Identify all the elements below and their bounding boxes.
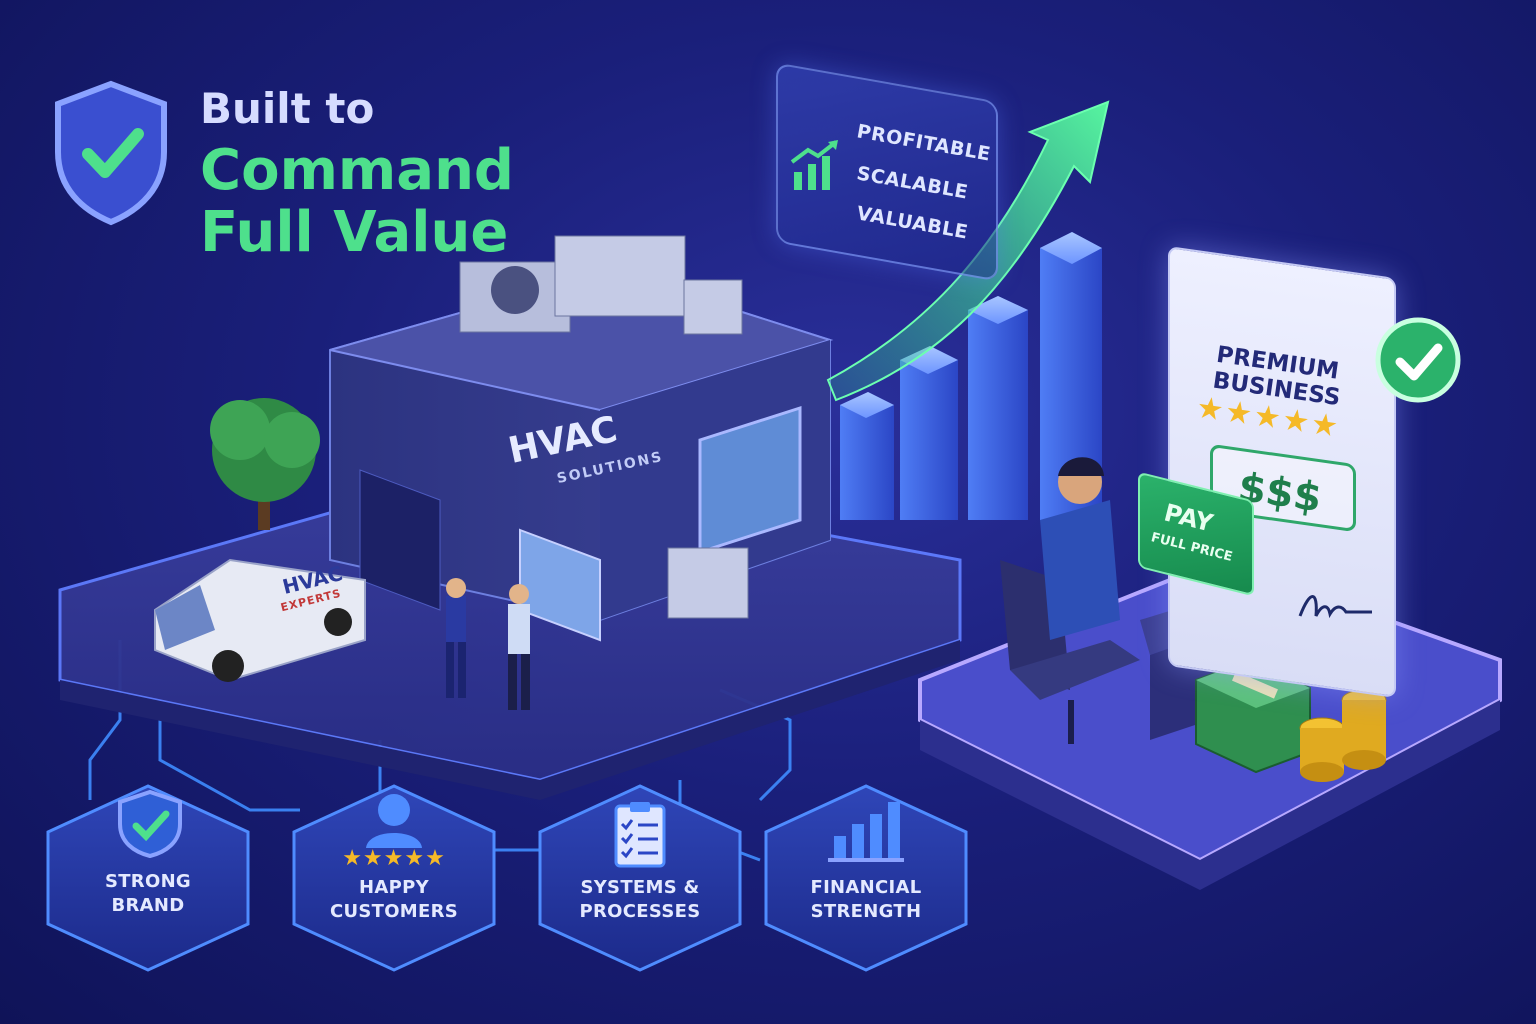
check-badge-icon bbox=[1375, 317, 1461, 403]
headline-line-3: Full Value bbox=[200, 200, 509, 265]
headline-line-1: Built to bbox=[200, 84, 375, 133]
pillar-systems-processes: SYSTEMS & PROCESSES bbox=[579, 877, 701, 923]
growth-chart-icon bbox=[790, 140, 838, 190]
shield-check-icon bbox=[55, 80, 167, 226]
pillar-financial-strength: FINANCIAL STRENGTH bbox=[810, 877, 922, 923]
cash-stack bbox=[1195, 658, 1311, 774]
hvac-building bbox=[329, 235, 834, 642]
headline-line-2: Command bbox=[200, 138, 515, 203]
handshake-people bbox=[446, 578, 530, 710]
gold-coins bbox=[1299, 689, 1387, 782]
shield-check-icon bbox=[118, 789, 182, 858]
clipboard-checklist-icon bbox=[614, 802, 666, 868]
user-icon bbox=[366, 794, 422, 848]
pillar-happy-customers: HAPPY CUSTOMERS bbox=[329, 877, 459, 923]
tree bbox=[210, 398, 320, 530]
customer-stars: ★★★★★ bbox=[342, 846, 446, 871]
bar-chart-icon bbox=[828, 802, 904, 862]
signature-icon bbox=[1298, 595, 1372, 619]
growth-arrow bbox=[826, 100, 1110, 402]
service-van bbox=[154, 558, 366, 682]
growth-bars bbox=[840, 232, 1102, 520]
pillar-strong-brand: STRONG BRAND bbox=[104, 871, 192, 917]
hex-frames bbox=[46, 784, 968, 972]
